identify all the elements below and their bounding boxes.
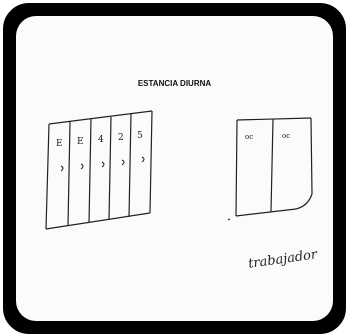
left-locker-block [45, 110, 153, 230]
right-mark-2: oc [282, 132, 290, 140]
left-mark-1: E [56, 139, 63, 149]
left-locker-knobs [60, 156, 145, 172]
right-column-marks: oc oc [245, 132, 290, 141]
right-mark-1: oc [245, 133, 253, 141]
left-mark-3: 4 [98, 135, 104, 145]
photo-frame: ESTANCIA DIURNA E E [3, 3, 346, 334]
left-mark-4: 2 [118, 133, 124, 143]
paper-sheet: ESTANCIA DIURNA E E [16, 16, 333, 321]
sketch-canvas: E E 4 2 5 oc oc [45, 110, 313, 230]
left-column-marks: E E 4 2 5 [56, 131, 143, 149]
left-mark-2: E [77, 137, 84, 147]
diagram-title: ESTANCIA DIURNA [137, 79, 212, 88]
left-mark-5: 5 [137, 131, 143, 141]
right-locker-block [227, 117, 313, 221]
